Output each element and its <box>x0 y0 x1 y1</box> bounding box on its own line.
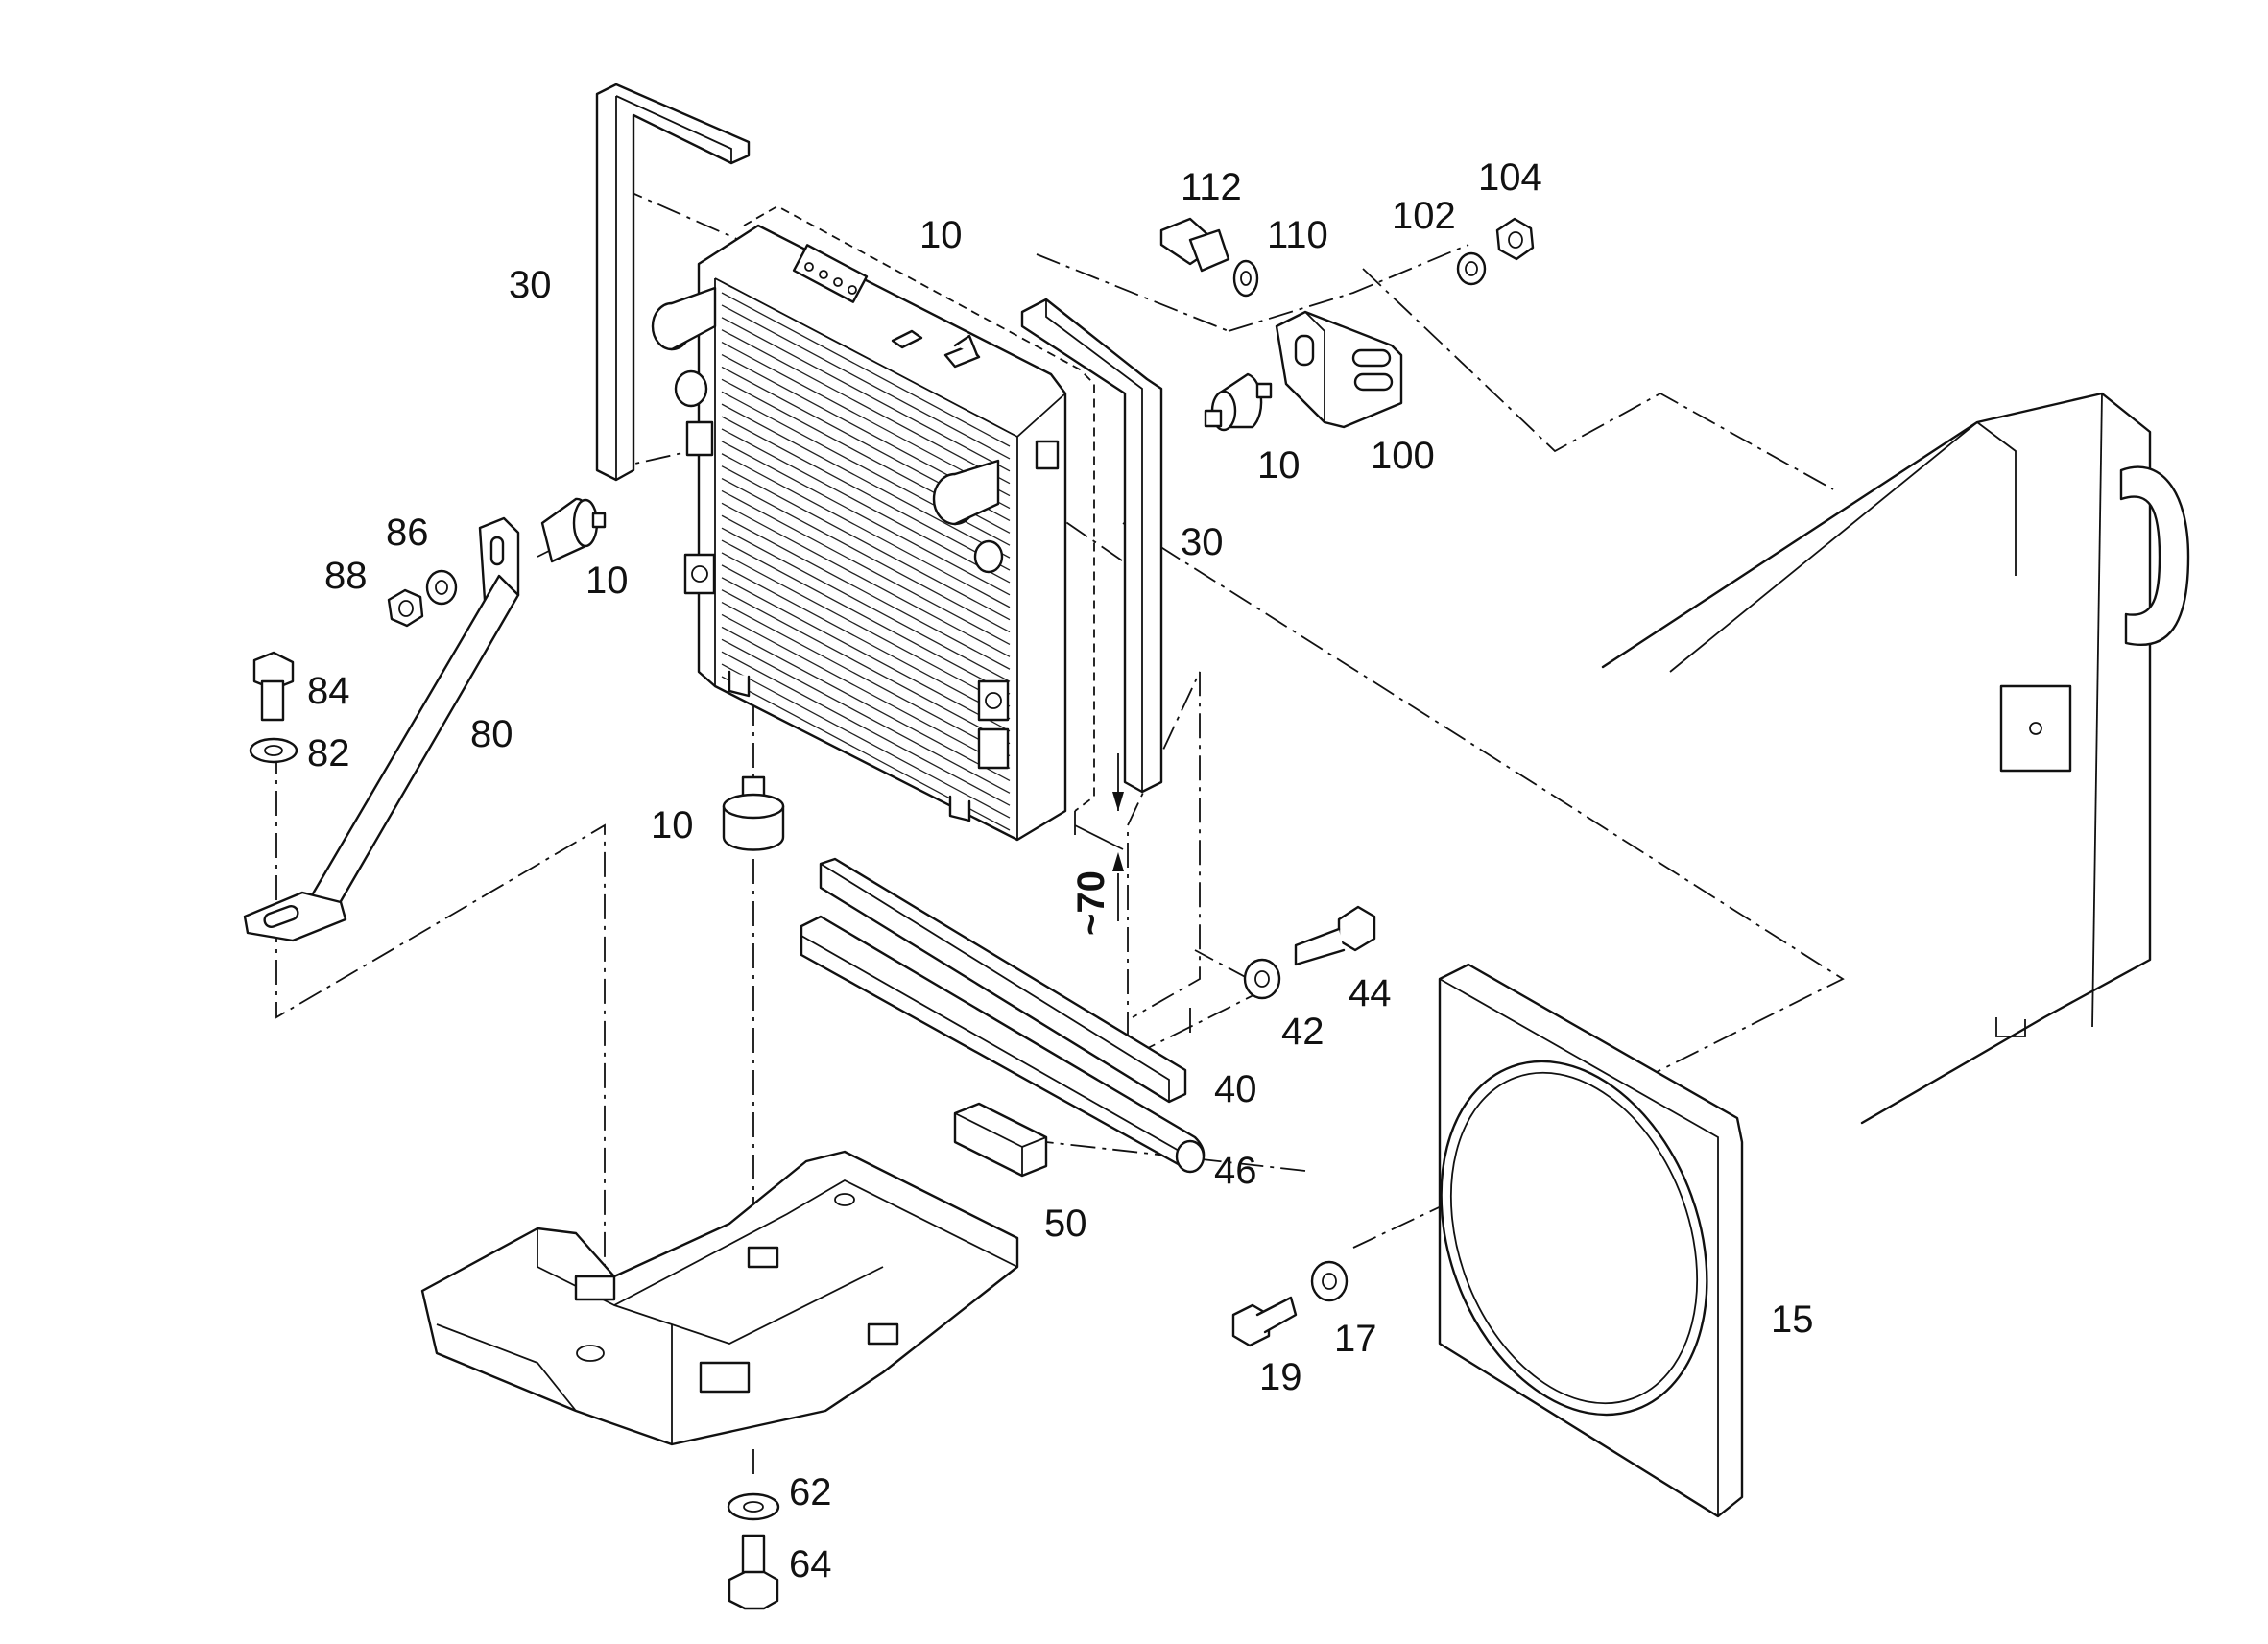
radiator-fin <box>721 329 1011 485</box>
bracket-100 <box>1275 310 1403 429</box>
radiator-fin <box>721 428 1011 584</box>
callout-10-right-mount: 10 <box>1257 444 1301 487</box>
radiator-fin <box>721 477 1011 633</box>
radiator-fin <box>721 577 1011 732</box>
callout-50: 50 <box>1044 1203 1087 1245</box>
callout-10-left-mount: 10 <box>585 560 629 602</box>
callout-112: 112 <box>1181 166 1242 208</box>
callout-15: 15 <box>1771 1299 1814 1341</box>
radiator-fin <box>721 626 1011 781</box>
callout-80: 80 <box>470 713 513 755</box>
radiator-fin <box>721 465 1011 621</box>
callout-86: 86 <box>386 512 429 554</box>
engine-block <box>1601 392 2190 1125</box>
radiator-fin <box>721 564 1011 720</box>
radiator-fin <box>721 638 1011 794</box>
radiator-fin <box>721 489 1011 646</box>
bolt-64 <box>728 1534 779 1610</box>
radiator-fin <box>721 416 1011 571</box>
radiator-fin <box>721 453 1011 608</box>
callout-82: 82 <box>307 732 350 774</box>
washer-17 <box>1310 1260 1349 1302</box>
radiator-fin <box>721 342 1011 497</box>
radiator-fin <box>721 514 1011 670</box>
radiator-fin <box>721 663 1011 819</box>
callout-19: 19 <box>1259 1356 1302 1398</box>
radiator-fin <box>721 539 1011 695</box>
callout-17: 17 <box>1334 1318 1377 1360</box>
callout-64: 64 <box>789 1543 832 1585</box>
radiator-core-10 <box>651 204 1095 842</box>
washer-86 <box>425 569 458 606</box>
radiator-fin <box>721 292 1011 447</box>
radiator-fin <box>721 613 1011 770</box>
foam-strip-30-right <box>1020 298 1163 794</box>
callout-labels: 10 30 112 110 102 104 10 100 30 86 88 10… <box>307 156 1814 1585</box>
assembly-lines <box>275 186 1845 1478</box>
washer-42 <box>1243 958 1281 1000</box>
bolt-19 <box>1231 1296 1298 1347</box>
washer-62 <box>727 1492 780 1521</box>
callout-62: 62 <box>789 1471 832 1513</box>
callout-30-right: 30 <box>1181 521 1224 563</box>
radiator-fin <box>721 552 1011 707</box>
callout-88: 88 <box>324 555 368 597</box>
radiator-fin <box>721 502 1011 657</box>
seal-profile-46 <box>800 915 1206 1174</box>
callout-30-left: 30 <box>509 264 552 306</box>
nut-104 <box>1495 217 1535 261</box>
radiator-fin <box>721 441 1011 596</box>
radiator-fin <box>721 589 1011 745</box>
washer-102 <box>1456 251 1487 286</box>
callout-104: 104 <box>1478 156 1542 199</box>
radiator-fin <box>721 527 1011 682</box>
callout-40: 40 <box>1214 1068 1257 1110</box>
rubber-mount-left <box>540 497 607 563</box>
callout-100: 100 <box>1371 435 1435 477</box>
radiator-fin <box>721 317 1011 472</box>
washer-82 <box>249 737 298 764</box>
callout-10-radiator: 10 <box>919 214 963 256</box>
rubber-mount-bottom <box>722 775 785 851</box>
radiator-fin <box>721 602 1011 757</box>
radiator-fin <box>721 651 1011 806</box>
callout-42: 42 <box>1281 1011 1325 1053</box>
callout-102: 102 <box>1392 195 1456 237</box>
radiator-fin <box>721 403 1011 559</box>
washer-110 <box>1232 259 1259 298</box>
bolt-44 <box>1294 905 1376 966</box>
rubber-mount-right <box>1204 372 1273 432</box>
radiator-fin <box>721 304 1011 460</box>
fan-shroud-15 <box>1438 963 1744 1518</box>
seal-strip-40 <box>819 857 1187 1104</box>
callout-44: 44 <box>1349 972 1392 1014</box>
foam-strip-30-left <box>595 83 751 482</box>
callout-84: 84 <box>307 670 350 712</box>
callout-10-bottom-mount: 10 <box>651 804 694 846</box>
dimension-label: ~70 <box>1070 870 1112 936</box>
callout-46: 46 <box>1214 1150 1257 1192</box>
nut-88 <box>387 588 424 628</box>
bolt-84 <box>252 651 295 722</box>
dimension-70: ~70 <box>1070 753 1124 936</box>
callout-110: 110 <box>1267 214 1328 256</box>
bolt-112 <box>1159 217 1230 273</box>
stay-rod-80 <box>243 516 520 942</box>
chassis-frame <box>420 1150 1019 1446</box>
foam-block-50 <box>953 1102 1048 1178</box>
